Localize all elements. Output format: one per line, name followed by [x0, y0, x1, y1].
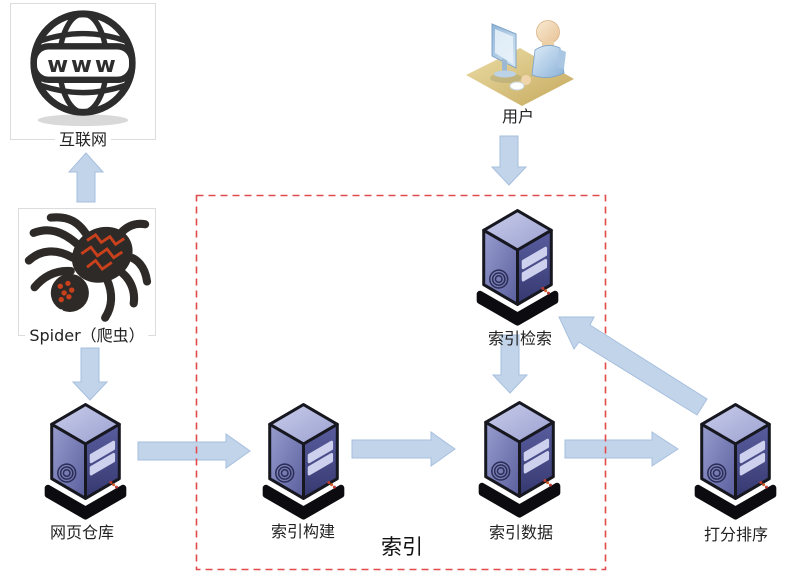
ranking-server-icon [688, 398, 783, 520]
web-repo-server-icon [38, 398, 133, 520]
spider-node: Spider（爬虫） [18, 208, 156, 345]
ranking-label: 打分排序 [703, 525, 769, 544]
index-data-node: 索引数据 [472, 396, 567, 542]
arrow-web-repo-to-index-build [137, 433, 251, 469]
spider-icon [24, 213, 152, 322]
arrow-user-to-index-search [490, 135, 528, 186]
index-build-server-icon [256, 398, 351, 520]
user-node: 用户 [458, 8, 578, 128]
index-data-label: 索引数据 [488, 523, 554, 542]
arrow-spider-to-web-repo [71, 347, 109, 401]
www-globe-icon: www [30, 10, 136, 127]
arrow-spider-to-internet [67, 152, 105, 203]
arrow-index-data-to-ranking [564, 431, 679, 467]
index-search-node: 索引检索 [470, 204, 565, 348]
index-search-server-icon [470, 204, 565, 326]
index-group-box [195, 194, 607, 571]
web-repo-node: 网页仓库 [38, 398, 133, 542]
arrow-index-search-to-index-data [491, 334, 529, 394]
ranking-node: 打分排序 [688, 398, 783, 544]
index-search-label: 索引检索 [487, 329, 553, 348]
arrow-index-build-to-index-data [351, 431, 456, 467]
index-build-node: 索引构建 [256, 398, 351, 541]
user-at-computer-icon [466, 20, 574, 106]
globe-www-text: www [47, 52, 119, 78]
user-label: 用户 [501, 107, 535, 126]
internet-label: 互联网 [54, 130, 112, 149]
arrow-ranking-to-index-search [558, 316, 708, 416]
index-group-label: 索引 [381, 535, 423, 559]
web-repo-label: 网页仓库 [49, 523, 115, 542]
index-data-server-icon [472, 396, 567, 518]
index-build-label: 索引构建 [270, 522, 336, 541]
internet-node: www 互联网 [10, 3, 156, 149]
spider-label: Spider（爬虫） [25, 326, 149, 345]
